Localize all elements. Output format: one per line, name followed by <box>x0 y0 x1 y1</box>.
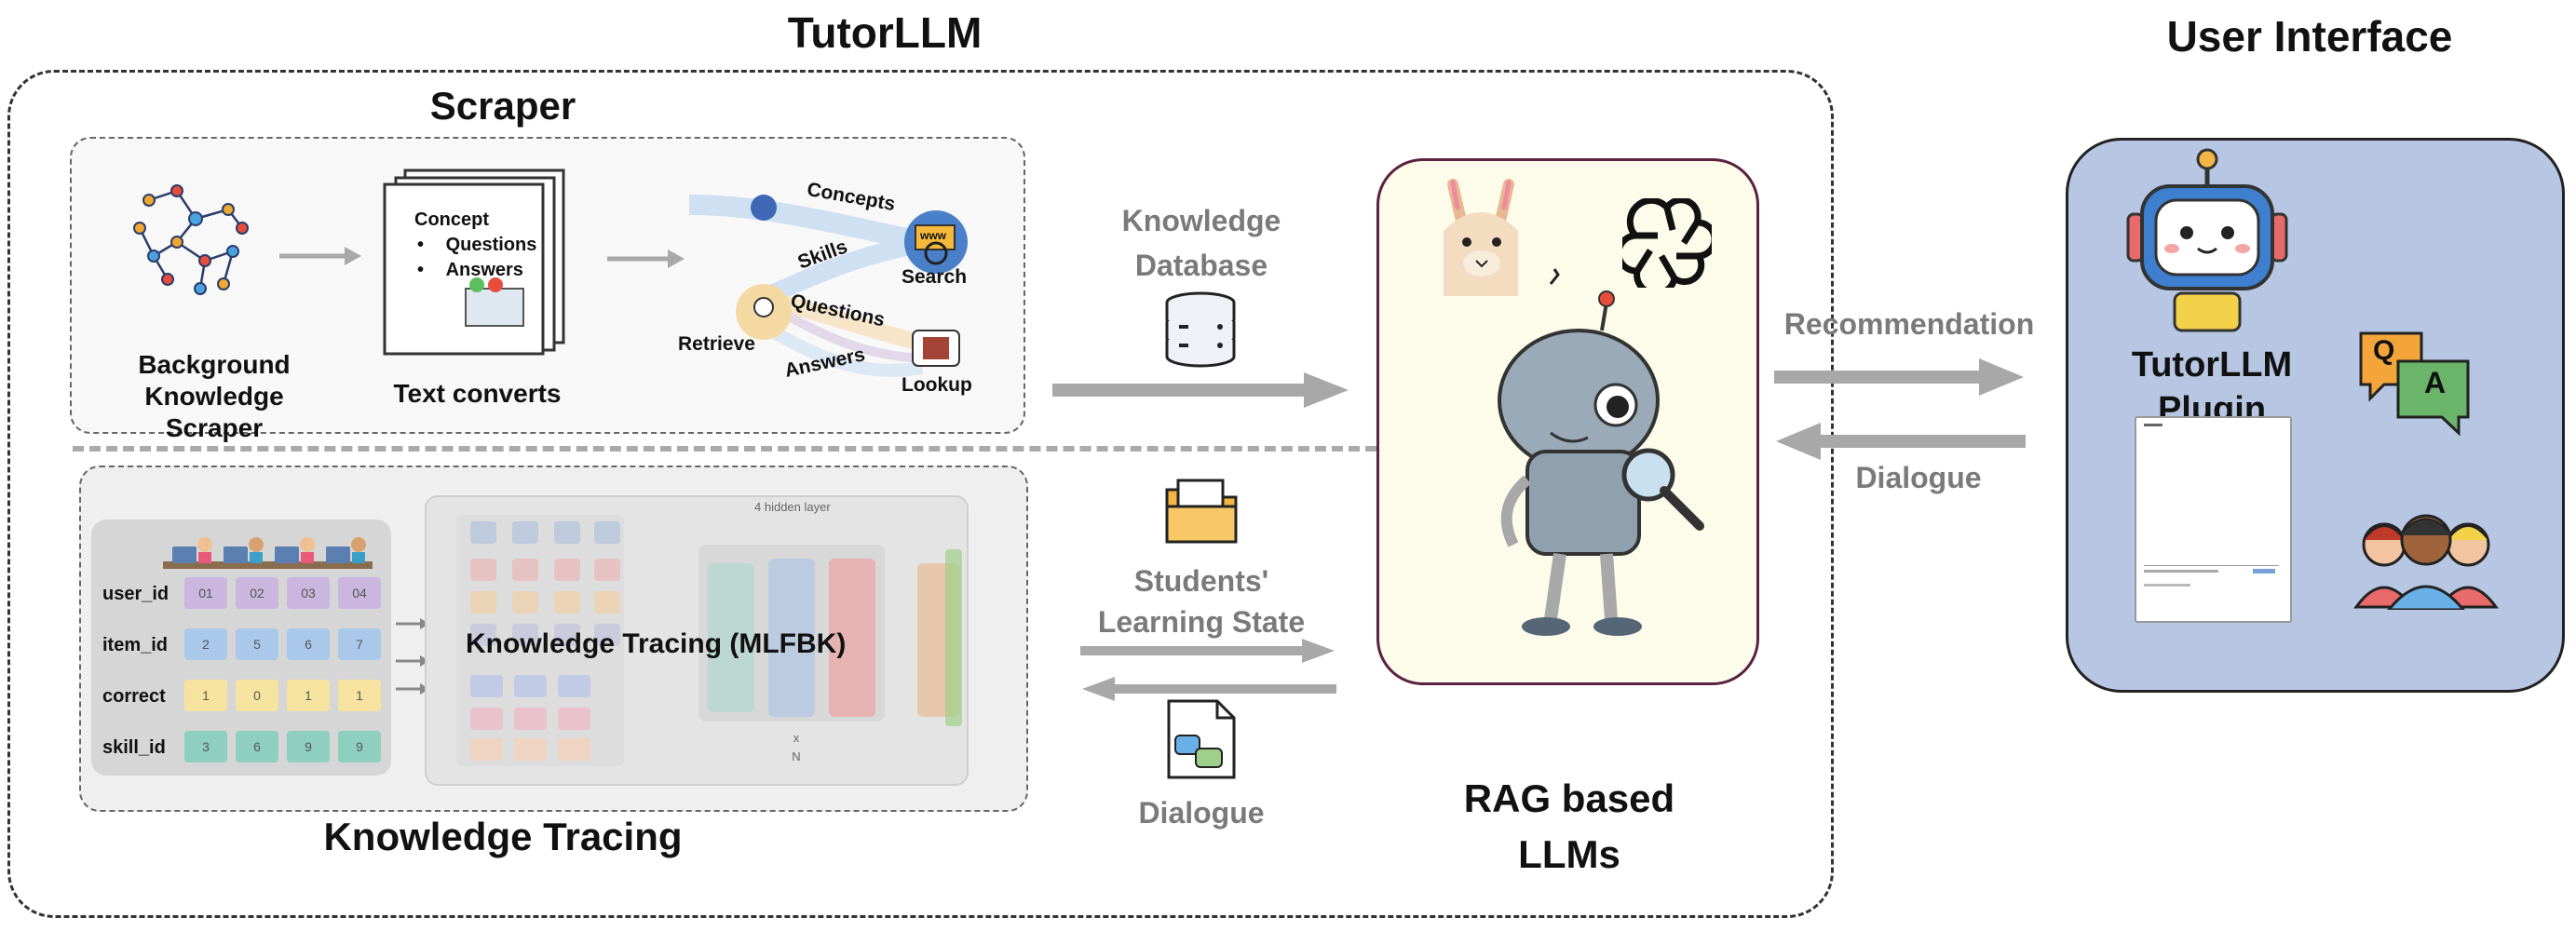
students-icon <box>163 537 373 569</box>
robot-magnifier-icon <box>1498 268 1704 636</box>
cell-skill-id-3: 9 <box>287 731 330 762</box>
dialogue-mid-label: Dialogue <box>1138 796 1265 830</box>
arrow-kt-to-llm <box>1080 639 1335 663</box>
arrow-llm-to-kt <box>1082 677 1336 701</box>
chat-send-button[interactable] <box>2253 569 2275 573</box>
tutor-robot-icon <box>2126 148 2288 332</box>
cell-user-id-3: 03 <box>287 577 330 609</box>
cell-skill-id-1: 3 <box>184 731 227 762</box>
plugin-chat-window[interactable] <box>2135 416 2292 623</box>
folder-icon <box>1165 479 1238 544</box>
mlfbk-label: Knowledge Tracing (MLFBK) <box>466 628 847 659</box>
mlfbk-architecture-graphic <box>456 515 962 766</box>
kt-title: Knowledge Tracing <box>323 815 683 858</box>
cell-item-id-4: 7 <box>338 628 381 660</box>
row-label-correct: correct <box>102 686 166 707</box>
row-label-user-id: user_id <box>102 584 169 604</box>
arrow-right-1 <box>279 247 361 265</box>
arrow-to-llm <box>1052 372 1349 408</box>
retrieval-graph <box>688 195 968 377</box>
lookup-label: Lookup <box>902 374 972 396</box>
cell-user-id-2: 02 <box>236 577 278 609</box>
row-label-item-id: item_id <box>102 635 169 655</box>
qa-chat-a: A <box>2424 366 2447 399</box>
doc-questions: Questions <box>445 235 537 255</box>
search-label: Search <box>902 266 968 288</box>
arrow-right-2 <box>607 250 685 268</box>
dialogue-right-label: Dialogue <box>1855 461 1982 494</box>
text-converts-label: Text converts <box>393 379 562 408</box>
doc-concept: Concept <box>414 209 489 230</box>
knowledge-database-label: Knowledge Database <box>1121 204 1281 282</box>
concepts-node-icon <box>751 195 777 221</box>
cell-item-id-2: 5 <box>236 628 278 660</box>
xn-label: x N <box>792 731 801 763</box>
recommendation-label: Recommendation <box>1783 307 2035 341</box>
cell-item-id-3: 6 <box>287 628 330 660</box>
cell-correct-2: 0 <box>236 680 278 711</box>
bg-knowledge-scraper-label: Background Knowledge Scraper <box>138 350 291 442</box>
tutorllm-container <box>7 70 1834 918</box>
document-stack-icon <box>383 169 565 356</box>
ui-title: User Interface <box>2166 12 2453 61</box>
users-group-icon <box>2353 514 2499 610</box>
chat-recommendation-line <box>2144 570 2218 573</box>
chat-input-field[interactable] <box>2144 584 2190 587</box>
doc-bullet-2: • Answers <box>417 260 523 280</box>
cell-user-id-1: 01 <box>184 577 227 609</box>
qa-chat-icon <box>2359 331 2470 437</box>
cell-correct-3: 1 <box>287 680 330 711</box>
llama-icon <box>1444 179 1518 296</box>
rag-llm-title: RAG based LLMs <box>1463 776 1675 876</box>
qa-chat-q: Q <box>2373 335 2395 366</box>
cell-user-id-4: 04 <box>338 577 381 609</box>
network-graph-icon <box>133 184 249 295</box>
chat-divider <box>2144 565 2279 566</box>
arrow-from-ui <box>1776 423 2026 460</box>
row-label-skill-id: skill_id <box>102 737 166 758</box>
learning-state-label: Students' Learning State <box>1097 564 1306 639</box>
chat-header-line <box>2144 424 2162 426</box>
chat-document-icon <box>1167 699 1236 779</box>
section-divider <box>73 446 1376 452</box>
cell-skill-id-4: 9 <box>338 731 381 762</box>
cell-correct-4: 1 <box>338 680 381 711</box>
doc-answers: Answers <box>445 260 523 280</box>
scraper-title: Scraper <box>429 84 576 128</box>
main-title: TutorLLM <box>787 8 983 57</box>
openai-logo-icon <box>1622 198 1712 288</box>
arrow-to-ui <box>1774 358 2024 396</box>
cell-item-id-1: 2 <box>184 628 227 660</box>
www-label: www <box>920 229 947 242</box>
cell-skill-id-2: 6 <box>236 731 278 762</box>
database-icon <box>1165 291 1236 368</box>
cell-correct-1: 1 <box>184 680 227 711</box>
doc-bullet-1: • Questions <box>417 235 537 255</box>
hidden-layer-label: 4 hidden layer <box>754 500 831 514</box>
retrieve-label: Retrieve <box>678 333 755 355</box>
